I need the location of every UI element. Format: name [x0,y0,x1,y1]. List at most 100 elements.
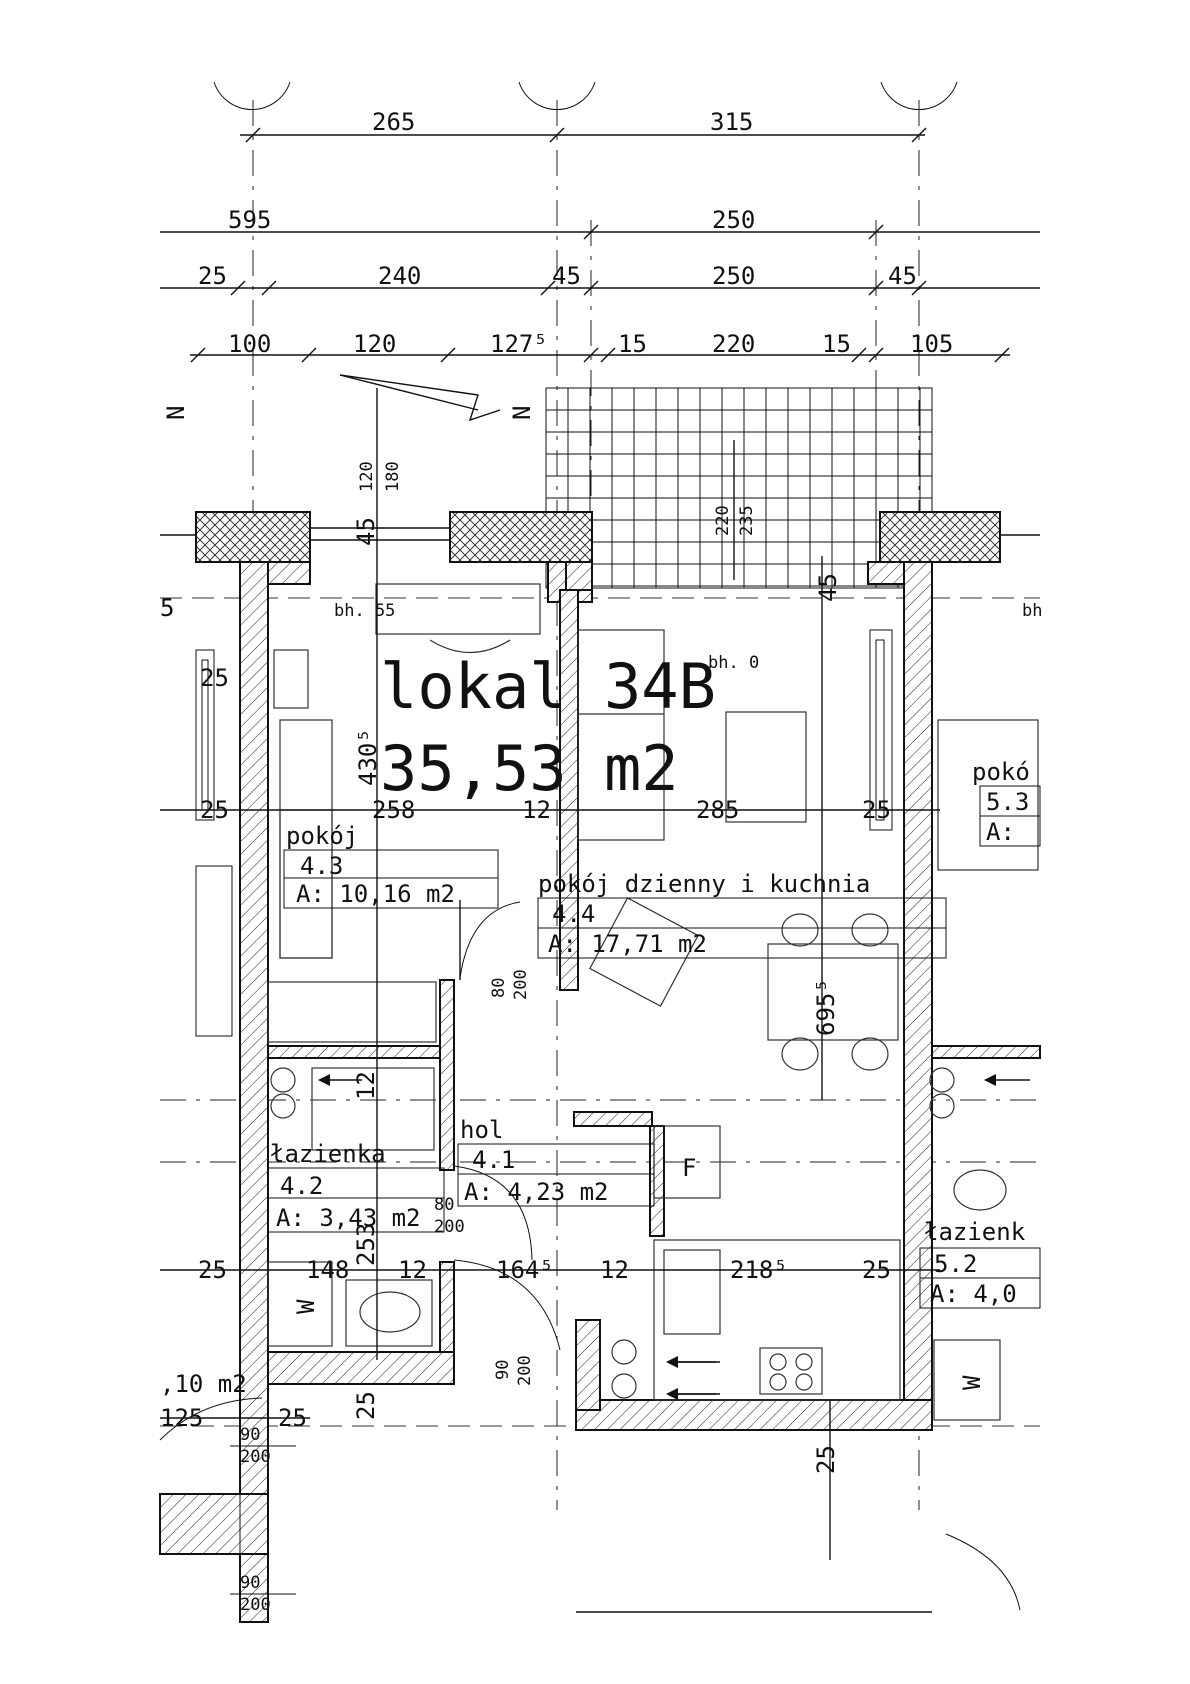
svg-text:łazienka: łazienka [270,1140,386,1168]
svg-text:A: 4,0: A: 4,0 [930,1280,1017,1308]
dim-v-12: 12 [352,1071,380,1100]
svg-text:90: 90 [240,1425,260,1445]
dim-15-b: 15 [822,330,851,358]
dim-l-2185: 218⁵ [730,1256,788,1284]
dim-h-25-b: 25 [862,796,891,824]
dim-v-120: 120 [357,461,377,492]
dim-side-125: 125 [160,1404,203,1432]
svg-text:5.3: 5.3 [986,788,1029,816]
walls [160,511,1041,1623]
svg-text:200: 200 [240,1447,271,1467]
dim-v-45: 45 [352,517,380,546]
neighbor-label-room: pokó 5.3 A: [972,758,1041,847]
svg-text:A: 4,23 m2: A: 4,23 m2 [464,1178,609,1206]
svg-text:200: 200 [240,1595,271,1615]
dim-15-a: 15 [618,330,647,358]
dim-side-25-c: 25 [278,1404,307,1432]
room-label-bathroom: łazienka 4.2 A: 3,43 m2 [267,1140,445,1233]
edge-fragment-right: bh [1022,601,1042,621]
svg-text:80: 80 [489,978,509,998]
svg-text:N: N [508,406,536,420]
sill-height-living: bh. 0 [708,653,759,673]
sill-height-bedroom: bh. 55 [334,601,395,621]
svg-text:hol: hol [460,1116,503,1144]
bathroom-fixtures: W [267,1067,435,1347]
svg-text:90: 90 [493,1360,513,1380]
dim-105: 105 [910,330,953,358]
dim-220: 220 [712,330,755,358]
svg-text:A: 17,71 m2: A: 17,71 m2 [548,930,707,958]
dim-v-25-a: 25 [352,1391,380,1420]
dim-315: 315 [710,108,753,136]
svg-text:łazienk: łazienk [924,1218,1026,1246]
dim-l-25-b: 25 [862,1256,891,1284]
dim-v-253: 253 [352,1223,380,1266]
svg-text:pokój dzienny i kuchnia: pokój dzienny i kuchnia [538,870,870,898]
svg-text:4.3: 4.3 [300,852,343,880]
lower-left-wall [159,1493,932,1613]
dim-120: 120 [353,330,396,358]
dim-l-148: 148 [306,1256,349,1284]
dim-240: 240 [378,262,421,290]
unit-title: lokal 34B [380,650,716,723]
dim-l-12-b: 12 [600,1256,629,1284]
dim-v-45-r: 45 [814,573,842,602]
balcony-grid [545,387,933,589]
svg-text:200: 200 [515,1355,535,1386]
dim-v-180: 180 [383,461,403,492]
dim-h-25-a: 25 [200,796,229,824]
washer-mark: W [292,1299,320,1314]
dim-265: 265 [372,108,415,136]
svg-text:4.1: 4.1 [472,1146,515,1174]
dim-v-220: 220 [713,505,733,536]
room-label-bedroom: pokój 4.3 A: 10,16 m2 [283,822,499,909]
dim-v-6955: 695⁵ [812,978,840,1036]
dim-h-285: 285 [696,796,739,824]
svg-text:pokój: pokój [286,822,358,850]
dim-250-a: 250 [712,206,755,234]
svg-text:4.4: 4.4 [552,900,595,928]
dim-250-b: 250 [712,262,755,290]
dim-100: 100 [228,330,271,358]
svg-text:90: 90 [240,1573,260,1593]
dim-45-b: 45 [888,262,917,290]
door-size-labels: 80 200 80 200 90 200 90 200 90 200 [230,969,535,1615]
dim-45-a: 45 [552,262,581,290]
north-arrow-icon: N N [162,374,536,422]
vent-arrows [318,1074,1030,1400]
dim-v-235: 235 [737,505,757,536]
living-furniture [577,629,899,1071]
edge-fragment-left: 5 [160,594,174,622]
dim-l-12-a: 12 [398,1256,427,1284]
dimension-lines-top [160,127,1040,363]
dim-1275: 127⁵ [490,330,548,358]
dim-595: 595 [228,206,271,234]
fridge-mark: F [682,1154,696,1182]
washer-mark-right: W [958,1375,986,1390]
dim-side-25-a: 25 [200,664,229,692]
unit-area: 35,53 m2 [380,732,679,805]
dim-v-25-b: 25 [812,1445,840,1474]
dim-l-25-a: 25 [198,1256,227,1284]
svg-text:N: N [162,406,190,420]
svg-text:A:: A: [986,818,1015,846]
room-label-hall: hol 4.1 A: 4,23 m2 [457,1116,655,1207]
svg-text:A: 10,16 m2: A: 10,16 m2 [296,880,455,908]
svg-text:pokó: pokó [972,758,1030,786]
svg-text:200: 200 [434,1217,465,1237]
dim-h-12: 12 [522,796,551,824]
neighbor-label-bathroom: łazienk 5.2 A: 4,0 [919,1218,1041,1309]
neighbor-fixtures: W [929,719,1039,1421]
svg-text:4.2: 4.2 [280,1172,323,1200]
room-label-living: pokój dzienny i kuchnia 4.4 A: 17,71 m2 [537,870,947,959]
svg-text:5.2: 5.2 [934,1250,977,1278]
axis-markers [213,81,958,111]
svg-text:A: 3,43 m2: A: 3,43 m2 [276,1204,421,1232]
svg-text:200: 200 [511,969,531,1000]
edge-fragment-area: ,10 m2 [160,1370,247,1398]
dim-l-1645: 164⁵ [496,1256,554,1284]
dim-h-258: 258 [372,796,415,824]
dim-25-top: 25 [198,262,227,290]
doors [159,900,1021,1611]
